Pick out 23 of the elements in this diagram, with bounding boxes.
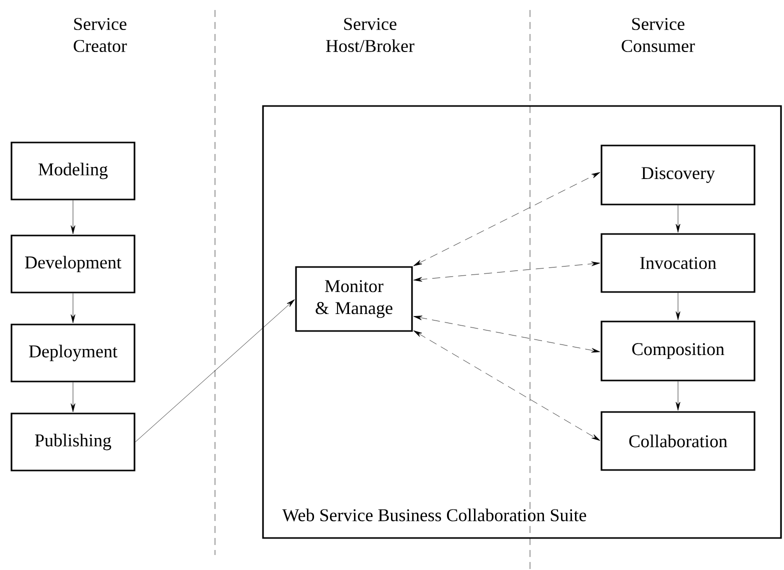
column-heading: Service Consumer [622, 18, 695, 52]
arrow [135, 299, 295, 442]
arrow [413, 262, 600, 282]
process-box: Discovery [600, 144, 756, 206]
process-box: Development [10, 234, 136, 294]
arrow [676, 205, 680, 233]
arrow [413, 316, 600, 353]
process-box: Collaboration [600, 411, 756, 471]
process-box: Modeling [10, 142, 136, 200]
process-box: Publishing [10, 412, 136, 472]
column-heading: Service Host/Broker [326, 18, 414, 52]
process-box: Deployment [10, 324, 136, 382]
arrow [70, 200, 76, 234]
arrow [70, 293, 76, 324]
arrow [413, 330, 600, 441]
arrow [676, 381, 680, 411]
process-box: Composition [600, 320, 756, 382]
process-box: Invocation [600, 233, 756, 293]
arrow [413, 172, 600, 266]
column-heading: Service Creator [74, 18, 127, 52]
process-box: Monitor & Manage [295, 266, 413, 332]
arrow [676, 292, 680, 320]
arrow [70, 382, 76, 412]
